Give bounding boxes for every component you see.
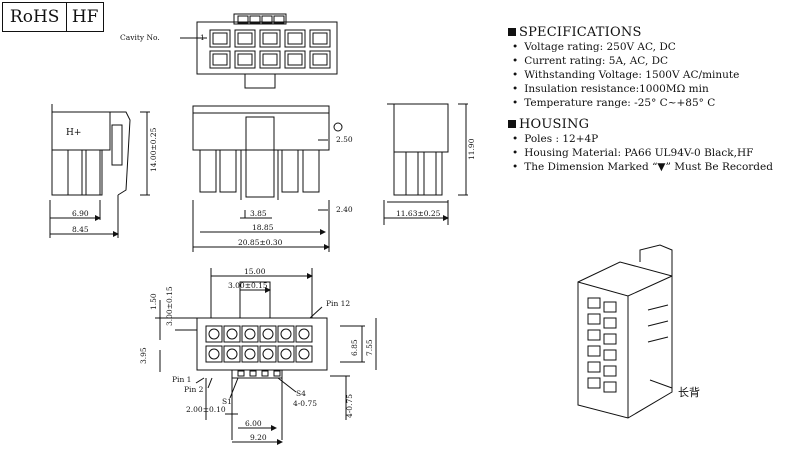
dim-385: 3.85 [250,209,267,218]
housing-section: HOUSING Poles : 12+4P Housing Material: … [508,116,773,174]
spec-item: Temperature range: -25° C~+85° C [508,96,739,110]
dim-240: 2.40 [336,205,353,214]
specifications-section: SPECIFICATIONS Voltage rating: 250V AC, … [508,24,739,110]
dim-top-300: 3.00±0.15 [228,281,268,290]
front-view [192,105,343,252]
housing-item: Housing Material: PA66 UL94V-0 Black,HF [508,146,773,160]
dim-left-150: 1.50 [149,293,158,310]
square-bullet-icon [508,28,516,36]
housing-heading: HOUSING [508,116,773,132]
spec-item: Withstanding Voltage: 1500V AC/minute [508,68,739,82]
pin2-label: Pin 2 [184,385,204,394]
rohs-hf-badge: RoHS HF [2,2,104,32]
pin12-label: Pin 12 [326,299,350,308]
rohs-label: RoHS [3,3,68,31]
spec-item: Current rating: 5A, AC, DC [508,54,739,68]
dim-right-755: 7.55 [365,339,374,356]
dim-bottom-920: 9.20 [250,433,267,442]
spec-item: Insulation resistance:1000MΩ min [508,82,739,96]
dim-bottom-475: 4-0.75 [293,399,317,408]
housing-list: Poles : 12+4P Housing Material: PA66 UL9… [508,132,773,174]
housing-item: The Dimension Marked “▼” Must Be Recorde… [508,160,773,174]
dim-latch: 2.50 [336,135,353,144]
dim-side-outer: 8.45 [72,225,89,234]
dim-right-height: 11.90 [467,138,476,160]
side-view-left [49,104,150,238]
dim-bottom-600: 6.00 [245,419,262,428]
isometric-view [577,244,673,419]
spec-item: Voltage rating: 250V AC, DC [508,40,739,54]
dim-1885: 18.85 [252,223,274,232]
dim-side-inner: 6.90 [72,209,89,218]
side-mark: H+ [66,128,81,138]
dim-bottom-475b: 4-0.75 [345,394,354,418]
square-bullet-icon [508,120,516,128]
housing-item: Poles : 12+4P [508,132,773,146]
side-view-right [383,103,468,225]
dim-top-15: 15.00 [244,267,266,276]
iso-label: 长背 [678,385,700,399]
top-view [180,13,338,89]
s1-label: S1 [222,397,232,406]
specifications-heading: SPECIFICATIONS [508,24,739,40]
dim-left-300: 3.00±0.15 [165,286,174,326]
specifications-list: Voltage rating: 250V AC, DC Current rati… [508,40,739,110]
cavity-number: 1 [200,33,205,42]
dim-overall-width: 20.85±0.30 [238,238,283,247]
hf-label: HF [71,7,99,27]
cavity-label: Cavity No. [120,33,160,42]
mating-face-view [155,268,377,445]
pin1-label: Pin 1 [172,375,191,384]
dim-right-685: 6.85 [350,339,359,356]
s4-label: S4 [296,389,306,398]
dim-left-395: 3.95 [139,347,148,364]
dim-side-height: 14.00±0.25 [149,127,158,172]
dim-right-depth: 11.63±0.25 [396,209,441,218]
dim-bottom-200: 2.00±0.10 [186,405,226,414]
